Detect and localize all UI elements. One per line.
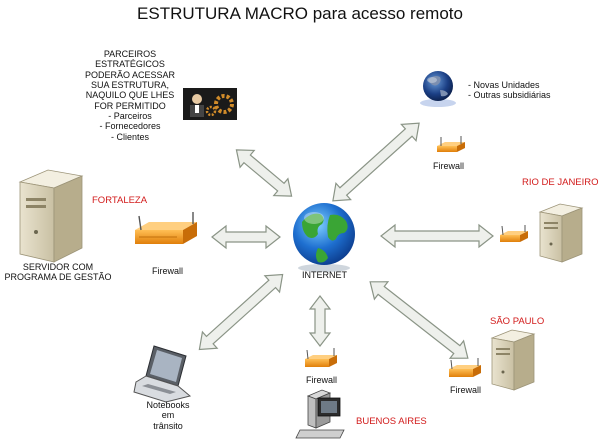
arrow-fortaleza-internet: [211, 224, 281, 250]
arrow-newunits-internet: [332, 122, 420, 202]
partners-note-line: ESTRATÉGICOS: [95, 59, 165, 70]
partners-handshake-gear-icon: [183, 88, 237, 120]
partners-note: PARCEIROS ESTRATÉGICOS PODERÃO ACESSAR S…: [80, 49, 180, 142]
internet-label: INTERNET: [302, 270, 347, 280]
firewall-icon-saopaulo: [449, 358, 481, 377]
notebooks-caption-line: Notebooks: [146, 400, 190, 410]
arrow-partners-internet: [235, 149, 293, 197]
laptop-icon: [133, 345, 192, 403]
desktop-pc-icon: [295, 389, 345, 439]
new-units-globe-icon: [420, 71, 456, 107]
notebooks-caption-line: trânsito: [153, 420, 183, 431]
firewall-label-newunits: Firewall: [433, 161, 465, 171]
firewall-label-fortaleza: Firewall: [152, 266, 184, 276]
server-icon-fortaleza: [18, 169, 84, 263]
new-units-note: - Novas Unidades - Outras subsidiárias: [468, 80, 551, 101]
firewall-icon-newunits: [437, 136, 465, 152]
partners-note-line: PARCEIROS: [103, 49, 157, 59]
partners-note-line: NAQUILO QUE LHES: [85, 90, 175, 101]
arrow-buenosaires-internet: [308, 295, 332, 347]
server-caption-line: SERVIDOR COM: [22, 262, 94, 272]
notebooks-caption: Notebooks em trânsito: [138, 400, 198, 431]
new-units-line: - Outras subsidiárias: [468, 90, 551, 101]
arrow-notebooks-internet: [198, 273, 284, 351]
fortaleza-label: FORTALEZA: [92, 195, 148, 206]
sao-paulo-label: SÃO PAULO: [490, 316, 545, 327]
rio-label: RIO DE JANEIRO: [522, 177, 599, 188]
firewall-label-buenosaires: Firewall: [306, 375, 338, 385]
arrow-saopaulo-internet: [369, 281, 469, 359]
server-icon-rio: [538, 203, 584, 263]
partners-note-line: SUA ESTRUTURA,: [90, 80, 169, 91]
firewall-label-saopaulo: Firewall: [450, 385, 482, 395]
partners-note-line: FOR PERMITIDO: [94, 100, 166, 111]
firewall-icon-fortaleza: [135, 212, 197, 244]
partners-note-line: - Fornecedores: [99, 121, 161, 132]
fortaleza-server-caption: SERVIDOR COM PROGRAMA DE GESTÃO: [0, 262, 116, 283]
diagram-title: ESTRUTURA MACRO para acesso remoto: [137, 4, 463, 23]
firewall-icon-rio: [500, 225, 528, 242]
arrow-rio-internet: [380, 223, 494, 249]
partners-note-line: - Parceiros: [108, 111, 152, 122]
firewall-icon-buenosaires: [305, 348, 337, 367]
buenos-aires-label: BUENOS AIRES: [356, 416, 427, 427]
partners-note-line: PODERÃO ACESSAR: [84, 69, 176, 80]
server-icon-saopaulo: [490, 329, 536, 391]
internet-globe-icon: [293, 203, 355, 272]
new-units-line: - Novas Unidades: [468, 80, 540, 90]
notebooks-caption-line: em: [161, 410, 175, 421]
server-caption-line: PROGRAMA DE GESTÃO: [4, 272, 112, 283]
partners-note-line: - Clientes: [110, 131, 149, 142]
